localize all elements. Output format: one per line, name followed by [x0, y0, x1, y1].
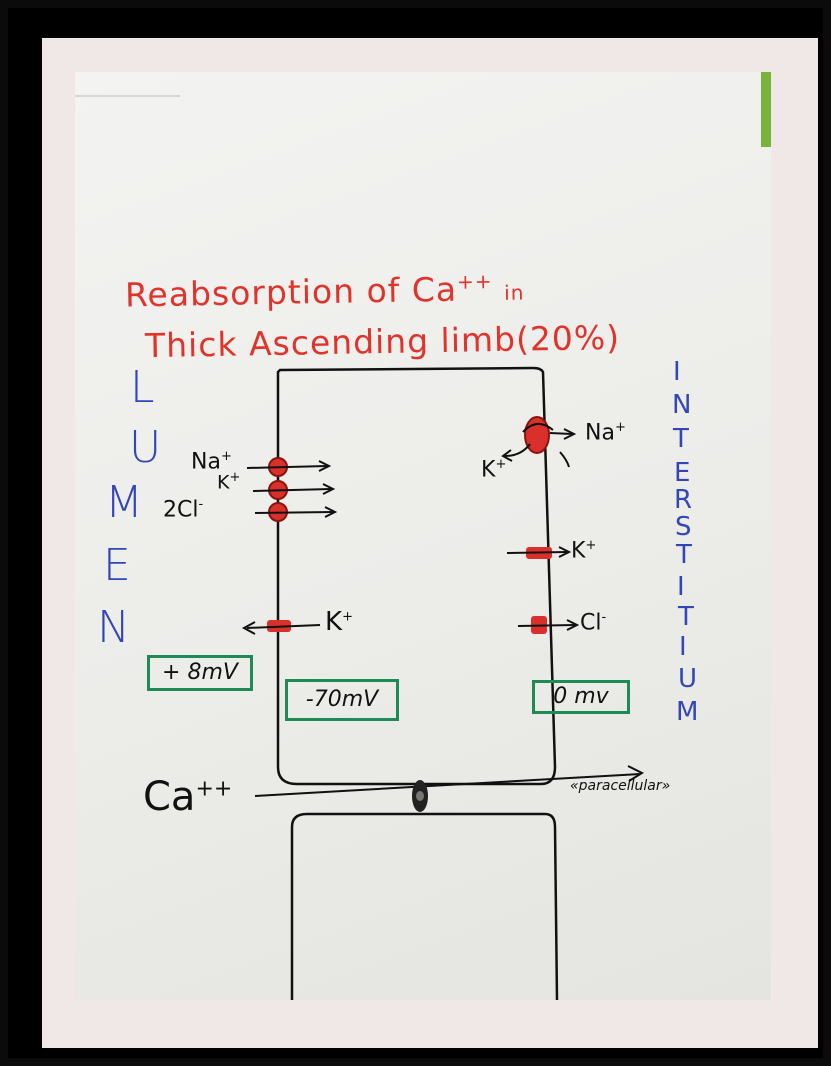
cl-basolateral-arrow — [517, 624, 576, 627]
lumen-letter-u: U — [129, 422, 162, 473]
lumen-letter-m: M — [105, 477, 143, 528]
k-label-charge: + — [229, 470, 241, 485]
diagram-title-line2: Thick Ascending limb(20%) — [145, 318, 621, 365]
diagram-drawing — [75, 95, 645, 1000]
calcium-label: Ca++ — [143, 774, 232, 820]
lower-cell — [290, 812, 559, 1000]
interstitium-letter-7: T — [676, 540, 692, 570]
lumen-letter-n: N — [97, 602, 130, 653]
lumen-potential-box: + 8mV — [147, 655, 253, 691]
cell-potential-box: -70mV — [285, 679, 399, 721]
na-right-label-text: Na — [585, 420, 615, 446]
interstitium-letter-2: N — [672, 390, 692, 420]
k-arrow — [252, 488, 332, 492]
k-in-arrow — [504, 443, 531, 457]
interstitium-letter-3: T — [673, 424, 689, 454]
na-right-label-charge: + — [614, 420, 626, 435]
k-label: K+ — [217, 470, 240, 493]
k-in-label-text: K — [481, 457, 496, 483]
na-k-atpase — [524, 416, 550, 454]
title-superscript: ++ — [456, 269, 493, 294]
cl-label-charge: - — [198, 497, 204, 512]
na-label: Na+ — [191, 449, 232, 474]
k-basolateral-label-charge: + — [585, 538, 597, 553]
interstitium-letter-9: T — [678, 602, 694, 632]
interstitium-letter-4: E — [674, 458, 691, 488]
k-in-label-charge: + — [495, 457, 507, 472]
cl-basolateral-label-charge: - — [601, 610, 607, 625]
na-label-text: Na — [191, 449, 221, 475]
interstitium-letter-5: R — [674, 485, 693, 515]
interstitium-letter-1: I — [673, 357, 681, 387]
na-label-charge: + — [220, 449, 232, 464]
paracellular-label: «paracellular» — [570, 778, 671, 794]
k-out-arrow — [246, 624, 321, 629]
interstitium-letter-8: I — [677, 572, 685, 602]
cl-basolateral-label-text: Cl — [580, 610, 602, 636]
interstitium-letter-11: U — [678, 664, 698, 694]
interstitium-potential-box: 0 mv — [532, 680, 630, 714]
lumen-letter-l: L — [130, 362, 155, 413]
k-basolateral-label-text: K — [571, 538, 586, 564]
k-label-text: K — [217, 471, 230, 494]
cl-basolateral-label: Cl- — [580, 610, 606, 635]
calcium-label-text: Ca — [143, 774, 196, 820]
title-suffix: in — [503, 280, 525, 305]
whiteboard-photo: Reabsorption of Ca++ in Thick Ascending … — [75, 72, 771, 1000]
title-line2-text: Thick Ascending limb(20%) — [144, 317, 621, 366]
cl-label: 2Cl- — [163, 497, 203, 522]
k-in-label: K+ — [481, 457, 506, 482]
na-right-label: Na+ — [585, 420, 626, 445]
interstitium-letter-6: S — [675, 512, 692, 542]
na-arrow — [246, 465, 328, 469]
paracellular-arrow — [254, 773, 641, 797]
k-out-label-charge: + — [342, 609, 353, 625]
k-basolateral-arrow — [506, 551, 568, 554]
k-basolateral-label: K+ — [571, 538, 596, 563]
cl-label-text: 2Cl — [163, 497, 199, 523]
k-out-label: K+ — [325, 607, 353, 637]
interstitium-letter-12: M — [676, 697, 699, 727]
interstitium-letter-10: I — [679, 632, 687, 662]
lumen-letter-e: E — [103, 540, 131, 591]
calcium-label-charge: ++ — [195, 776, 233, 802]
na-out-arrow — [549, 432, 573, 435]
green-edge — [761, 72, 771, 147]
cl-arrow — [254, 511, 334, 514]
diagram-title-line1: Reabsorption of Ca++ in — [124, 269, 525, 315]
title-text: Reabsorption of Ca — [124, 269, 458, 315]
k-out-label-text: K — [325, 607, 343, 637]
upper-cell — [276, 366, 557, 786]
